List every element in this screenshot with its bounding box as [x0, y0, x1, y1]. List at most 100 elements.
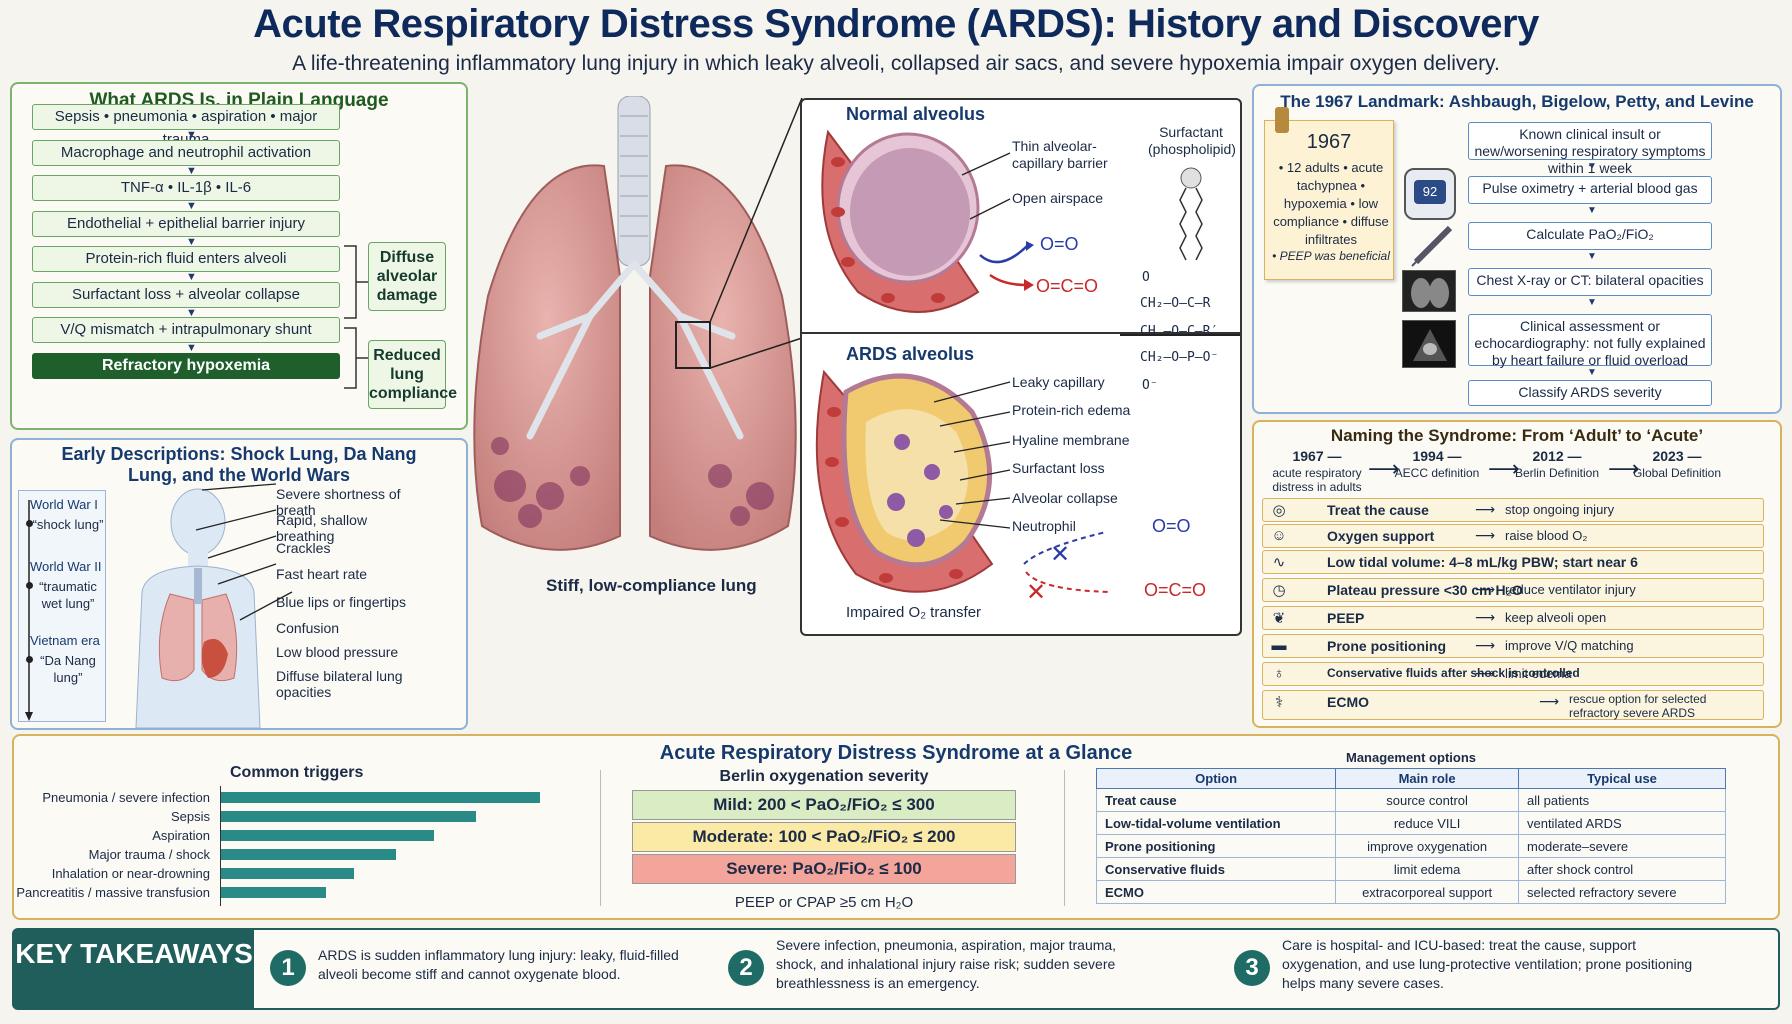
takeaway-number: 3 [1234, 950, 1270, 986]
table-cell: improve oxygenation [1335, 834, 1519, 858]
ecmo-circuit-icon: ⚕ [1274, 694, 1284, 711]
diagnostic-step: Calculate PaO₂/FiO₂ [1468, 222, 1712, 250]
symptom-label: Blue lips or fingertips [276, 594, 406, 610]
lung-caption: Stiff, low-compliance lung [546, 576, 757, 595]
oxygen-mask-icon: ☺ [1271, 527, 1287, 544]
symptom-label: Crackles [276, 540, 331, 556]
table-cell: Prone positioning [1095, 834, 1337, 858]
era-column [18, 490, 106, 722]
timeline-desc: AECC definition [1394, 466, 1480, 480]
down-arrow-icon: ▼ [1587, 297, 1597, 308]
formula-line: CH₂—O—C—R [1140, 296, 1211, 311]
down-arrow-icon: ▼ [186, 235, 197, 248]
down-arrow-icon: ▼ [186, 271, 197, 283]
era-timeline-line [25, 500, 33, 721]
down-arrow-icon: ▼ [186, 129, 197, 141]
down-arrow-icon: ▼ [1587, 367, 1597, 378]
o2-molecule-label: O=O [1040, 234, 1079, 254]
alveoli-divider [802, 332, 1240, 334]
timeline-year: 2012 — [1532, 448, 1582, 464]
table-cell: all patients [1517, 788, 1727, 812]
timeline-year: 2023 — [1652, 448, 1702, 464]
iv-bag-icon: ♁ [1273, 665, 1285, 682]
management-table-title: Management options [1345, 750, 1476, 765]
diagnostic-step: Clinical assessment or echocardiography:… [1468, 314, 1712, 368]
ards-label: Alveolar collapse [1012, 490, 1118, 506]
management-result: stop ongoing injury [1505, 502, 1615, 517]
table-cell: ECMO [1095, 880, 1337, 904]
oximeter-reading: 92 [1414, 180, 1446, 204]
ards-label: Hyaline membrane [1012, 432, 1130, 448]
surfactant-label: Surfactant (phospholipid) [1148, 124, 1236, 157]
era-name: Vietnam era [30, 633, 100, 648]
pushpin-icon [1275, 107, 1289, 133]
formula-line: CH₂—O—P—O⁻ [1140, 350, 1219, 365]
ards-co2-label: O=C=O [1144, 580, 1207, 600]
pathway-step: Endothelial + epithelial barrier injury [32, 210, 340, 237]
early-descriptions-panel: Early Descriptions: Shock Lung, Da Nang … [10, 438, 468, 730]
era-term: “traumatic wet lung” [39, 579, 97, 611]
era-dot [26, 520, 33, 527]
severity-row: Severe: PaO₂/FiO₂ ≤ 100 [632, 854, 1016, 884]
era-dot [26, 582, 33, 589]
takeaway-number: 1 [270, 950, 306, 986]
diagnostic-step: Classify ARDS severity [1468, 380, 1712, 406]
note-year: 1967 [1306, 131, 1352, 153]
echocardiogram-icon [1402, 320, 1456, 368]
down-arrow-icon: ▼ [1587, 205, 1597, 216]
pathway-step: Macrophage and neutrophil activation [32, 139, 340, 166]
symptom-label: Low blood pressure [276, 644, 399, 660]
takeaway-text: ARDS is sudden inflammatory lung injury:… [318, 947, 679, 982]
arrow-right-icon: ⟶ [1475, 501, 1496, 517]
management-name: Prone positioning [1327, 638, 1446, 654]
table-cell: reduce VILI [1335, 811, 1519, 835]
management-row: ◷Plateau pressure <30 cm H₂O⟶reduce vent… [1262, 578, 1764, 602]
timeline-year: 1967 — [1292, 448, 1342, 464]
era-name: World War I [30, 497, 98, 512]
note-text: • 12 adults • acute tachypnea • hypoxemi… [1273, 160, 1389, 247]
management-result: improve V/Q matching [1505, 638, 1634, 653]
early-descriptions-title: Early Descriptions: Shock Lung, Da Nang … [61, 444, 417, 485]
arrow-right-icon: ⟶ [1475, 581, 1496, 597]
syringe-icon [1411, 225, 1453, 267]
peep-requirement: PEEP or CPAP ≥5 cm H₂O [734, 894, 914, 911]
timeline-arrow-icon: ⟶ [1488, 456, 1520, 481]
pulse-oximeter-icon: 92 [1404, 168, 1456, 220]
symptom-label: Fast heart rate [276, 566, 368, 582]
trigger-category-label: Major trauma / shock [88, 847, 210, 862]
symptom-label: Severe shortness of breath [276, 486, 401, 518]
symptom-leader-lines [195, 483, 293, 621]
table-header-cell: Option [1095, 768, 1337, 789]
management-name: Treat the cause [1327, 502, 1429, 518]
down-arrow-icon: ▼ [1587, 161, 1597, 172]
arrow-right-icon: ⟶ [1475, 665, 1496, 681]
normal-leader-lines [961, 152, 1034, 291]
pathway-step: Protein-rich fluid enters alveoli [32, 246, 340, 272]
takeaway-text: Severe infection, pneumonia, aspiration,… [776, 937, 1117, 991]
management-result: limit edema [1505, 666, 1572, 681]
svg-text:✕: ✕ [1050, 540, 1070, 568]
trigger-bar [220, 811, 476, 822]
trigger-category-label: Inhalation or near-drowning [51, 866, 210, 881]
era-term: “shock lung” [32, 517, 104, 532]
management-row: ◎Treat the cause⟶stop ongoing injury [1262, 498, 1764, 522]
table-cell: Treat cause [1095, 788, 1337, 812]
management-row: ▬Prone positioning⟶improve V/Q matching [1262, 634, 1764, 658]
1967-note-card: 1967 • 12 adults • acute tachypnea • hyp… [1264, 107, 1394, 280]
table-cell: extracorporeal support [1335, 880, 1519, 904]
lung-illustration [473, 96, 803, 551]
down-arrow-icon: ▼ [186, 200, 197, 212]
barrier-label: Thin alveolar-capillary barrier [1012, 138, 1108, 171]
management-row: ❦PEEP⟶keep alveoli open [1262, 606, 1764, 630]
ards-alveolus-title: ARDS alveolus [846, 344, 975, 364]
pathway-step: Sepsis • pneumonia • aspiration • major … [32, 104, 340, 148]
trigger-bar [220, 792, 540, 803]
